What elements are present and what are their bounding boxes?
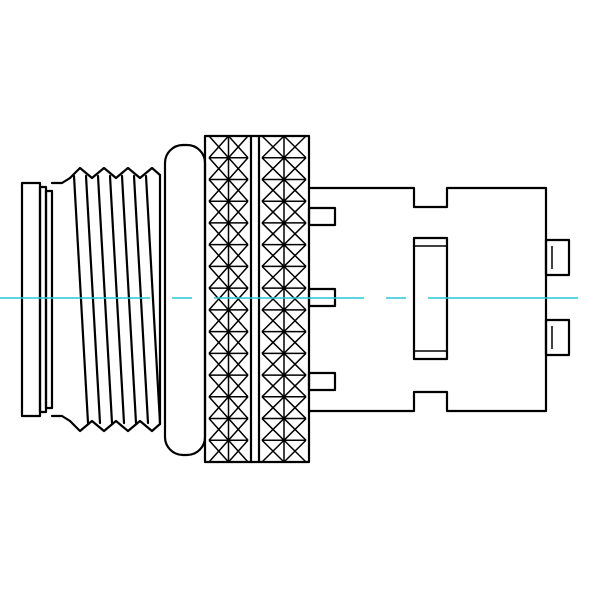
knurl-cell [208,373,249,398]
knurl-cell [208,287,249,311]
thread-line [144,174,162,425]
knurl-cell [261,352,307,377]
knurl-cell [261,156,307,181]
knurl-cell [261,417,307,442]
thread-line [108,174,126,425]
knurl-cell [261,178,307,203]
thread-line [72,174,90,425]
collar [158,143,207,457]
knurl-cell [261,374,307,398]
front-flange [20,181,54,418]
knurl-cell [261,134,307,159]
coupling-nut [203,134,311,464]
knurl-cell [261,265,307,290]
knurl-cell [261,287,307,311]
knurl-cell [208,308,249,333]
knurl-cell [208,221,249,246]
thread-section [50,166,162,433]
knurl-cell [208,178,249,203]
knurl-cell [261,308,307,333]
thread-line [96,174,114,425]
body-housing [307,186,548,413]
knurl-cell [261,330,307,355]
knurl-cell [208,417,249,442]
knurl-cell [208,352,249,377]
knurl-cell [261,200,307,224]
contact-pins [307,206,571,392]
knurl-cell [208,395,249,420]
knurl-cell [261,221,307,246]
knurl-cell [208,330,249,355]
knurl-cell [261,395,307,420]
knurl-cell [208,156,249,181]
thread-line [132,174,150,425]
thread-line [120,174,138,425]
knurl-cell [208,265,249,290]
knurl-cell [208,439,249,464]
knurl-cell [261,243,307,268]
knurl-cell [208,134,249,159]
knurl-cell [261,439,307,464]
knurl-cell [208,243,249,268]
thread-line [84,174,102,425]
knurl-cell [208,200,249,225]
